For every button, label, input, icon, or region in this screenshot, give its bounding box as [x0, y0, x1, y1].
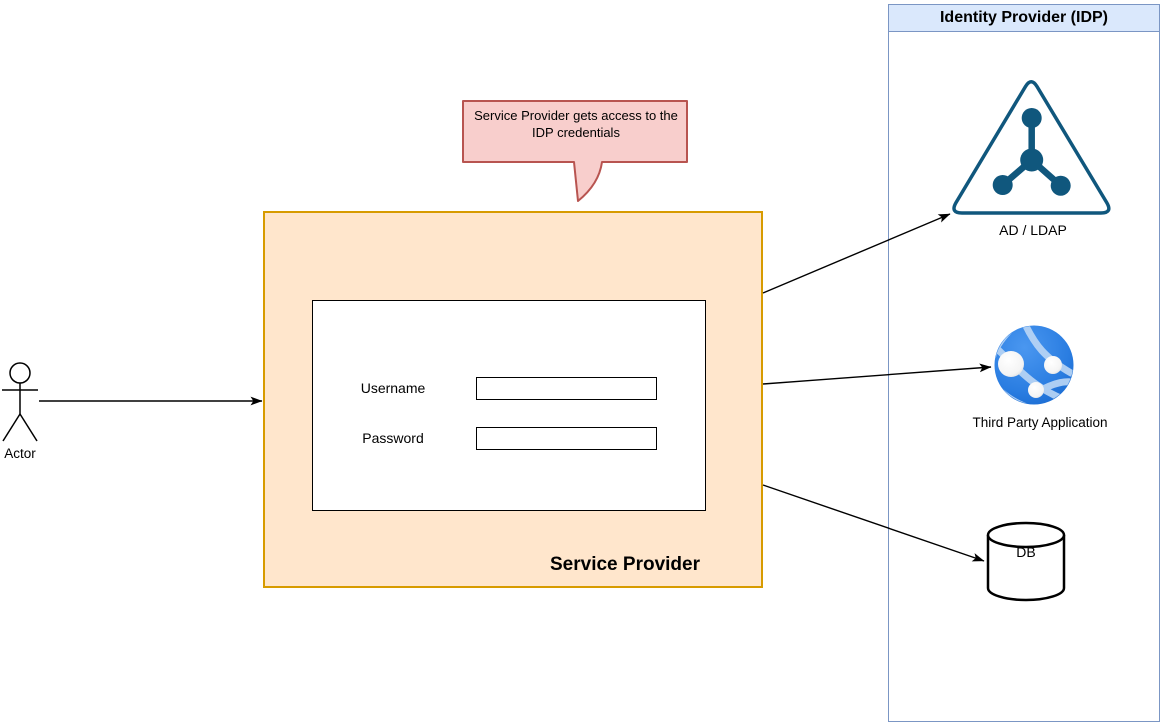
arrow-service-provider-to-ad-ldap	[762, 213, 951, 294]
actor-icon	[2, 362, 38, 442]
arrow-service-provider-to-db	[762, 484, 985, 562]
third-party-application-icon	[994, 325, 1074, 405]
callout-bubble	[462, 100, 688, 202]
service-provider-title: Service Provider	[550, 554, 700, 575]
password-label: Password	[362, 430, 424, 446]
ad-ldap-label: AD / LDAP	[999, 222, 1067, 238]
db-label: DB	[1016, 544, 1036, 560]
actor-label: Actor	[4, 446, 36, 461]
identity-provider-title: Identity Provider (IDP)	[939, 9, 1109, 26]
callout-text: Service Provider gets access to the IDP …	[474, 108, 678, 140]
ad-ldap-icon	[952, 80, 1111, 215]
arrow-service-provider-to-third-party-app	[762, 363, 992, 385]
username-label: Username	[360, 380, 426, 396]
password-input[interactable]	[476, 427, 657, 450]
database-cylinder-icon	[986, 521, 1066, 602]
third-party-application-label: Third Party Application	[972, 415, 1108, 430]
login-form-box	[312, 300, 706, 511]
identity-provider-header: Identity Provider (IDP)	[889, 5, 1159, 32]
username-input[interactable]	[476, 377, 657, 400]
